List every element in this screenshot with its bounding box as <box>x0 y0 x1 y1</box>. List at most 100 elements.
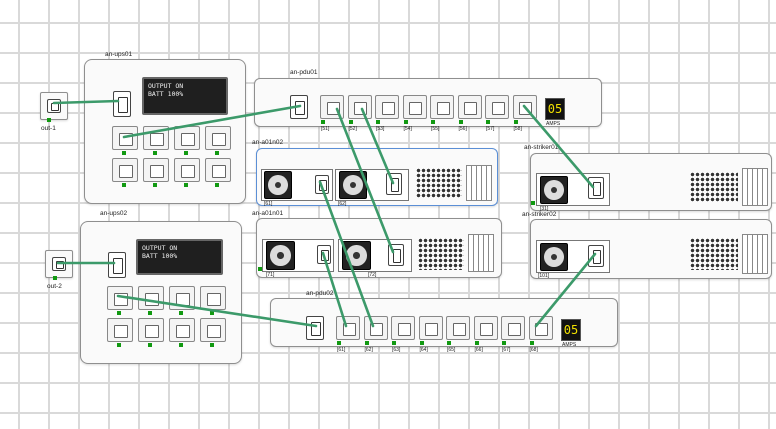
pcie-slots <box>742 234 768 274</box>
striker-inlet-icon[interactable] <box>588 245 604 267</box>
vent-grille <box>690 172 738 202</box>
pdu-outlet[interactable] <box>320 95 344 119</box>
pdu-outlet[interactable] <box>347 95 372 119</box>
outlet-led <box>403 120 408 124</box>
outlet-led <box>117 343 121 347</box>
outlet-led <box>392 341 396 345</box>
pdu-outlet[interactable] <box>363 316 388 340</box>
striker-inlet-icon[interactable] <box>588 177 604 199</box>
vent-grille <box>418 238 464 270</box>
power-cable <box>116 294 318 328</box>
psu-label: [101] <box>538 273 550 279</box>
pdu-unit[interactable] <box>270 298 618 347</box>
lcd-line-2: BATT 100% <box>142 252 178 260</box>
amps-label: AMPS <box>546 121 561 127</box>
outlet-led <box>215 183 219 187</box>
pdu-port-label: [57] <box>486 126 495 132</box>
outlet-led <box>376 120 380 124</box>
pdu-port-label: [63] <box>392 347 401 353</box>
pdu-port-label: [65] <box>447 347 456 353</box>
outlet-led <box>122 151 126 155</box>
ups-inlet-icon[interactable] <box>113 91 131 117</box>
pdu-outlet[interactable] <box>418 316 443 340</box>
outlet-led <box>321 120 325 124</box>
amps-label: AMPS <box>562 342 577 348</box>
outlet-led <box>486 120 490 124</box>
outlet-led <box>179 343 183 347</box>
pdu-port-label: [66] <box>474 347 483 353</box>
psu-label: [71] <box>266 272 275 278</box>
psu-label: [61] <box>264 201 273 207</box>
ups-outlet[interactable] <box>138 318 164 342</box>
ups-lcd: OUTPUT ON BATT 100% <box>142 77 228 115</box>
ups-outlet[interactable] <box>205 158 231 182</box>
outlet-led <box>419 341 424 345</box>
outlet-led <box>148 311 152 315</box>
outlet-led <box>122 183 126 187</box>
pdu-label: an-pdu02 <box>306 290 334 297</box>
outlet-led <box>364 341 369 345</box>
outlet-led <box>179 311 183 315</box>
outlet-led <box>474 341 479 345</box>
pdu-outlet[interactable] <box>473 316 498 340</box>
pdu-outlet[interactable] <box>375 95 399 119</box>
outlet-led <box>215 151 219 155</box>
ups-inlet-icon[interactable] <box>108 252 126 278</box>
pdu-outlet[interactable] <box>457 95 482 119</box>
pdu-unit[interactable] <box>254 78 602 127</box>
power-led <box>531 201 535 205</box>
outlet-led <box>348 120 353 124</box>
power-led <box>258 267 262 271</box>
power-cable <box>522 104 595 189</box>
outlet-led <box>210 343 214 347</box>
pdu-label: an-pdu01 <box>290 69 318 76</box>
outlet-led <box>184 151 188 155</box>
ups-outlet[interactable] <box>169 318 195 342</box>
pdu-inlet-icon[interactable] <box>306 316 324 340</box>
outlet-led <box>529 341 534 345</box>
pdu-outlet[interactable] <box>485 95 509 119</box>
outlet-led <box>337 341 341 345</box>
pcie-slots <box>468 234 494 272</box>
outlet-led <box>153 151 157 155</box>
outlet-led <box>153 183 157 187</box>
amps-display: 05 <box>561 319 581 341</box>
ups-outlet[interactable] <box>143 158 169 182</box>
ups-outlet[interactable] <box>174 126 200 150</box>
power-cable <box>52 99 120 105</box>
ups-outlet[interactable] <box>200 286 226 310</box>
pdu-outlet[interactable] <box>391 316 415 340</box>
fan-icon <box>540 243 568 271</box>
outlet-led <box>148 343 152 347</box>
ups-outlet[interactable] <box>174 158 200 182</box>
fan-icon <box>266 241 295 270</box>
outlet-led <box>210 311 214 315</box>
pdu-outlet[interactable] <box>402 95 427 119</box>
psu-label: [62] <box>338 201 347 207</box>
pdu-port-label: [64] <box>419 347 428 353</box>
outlet-led <box>117 311 121 315</box>
ups-outlet[interactable] <box>200 318 226 342</box>
power-cable <box>335 107 395 254</box>
pdu-outlet[interactable] <box>528 316 553 340</box>
power-cable <box>318 180 375 328</box>
pdu-port-label: [51] <box>321 126 330 132</box>
ups-lcd: OUTPUT ON BATT 100% <box>136 239 223 275</box>
node-label: an-a01n02 <box>252 139 284 146</box>
pdu-outlet[interactable] <box>336 316 360 340</box>
psu-label: [72] <box>368 272 377 278</box>
pdu-outlet[interactable] <box>501 316 525 340</box>
ups-outlet[interactable] <box>107 318 133 342</box>
outlet-led <box>458 120 463 124</box>
pdu-port-label: [61] <box>337 347 346 353</box>
outlet-led <box>502 341 506 345</box>
striker-label: an-striker02 <box>522 211 557 218</box>
pdu-outlet[interactable] <box>446 316 470 340</box>
vent-grille <box>690 238 738 270</box>
ups-outlet[interactable] <box>205 126 231 150</box>
pcie-slots <box>466 165 492 201</box>
ups-outlet[interactable] <box>112 158 138 182</box>
pdu-outlet[interactable] <box>430 95 454 119</box>
outlet-led <box>513 120 518 124</box>
striker-label: an-striker01 <box>524 144 559 151</box>
